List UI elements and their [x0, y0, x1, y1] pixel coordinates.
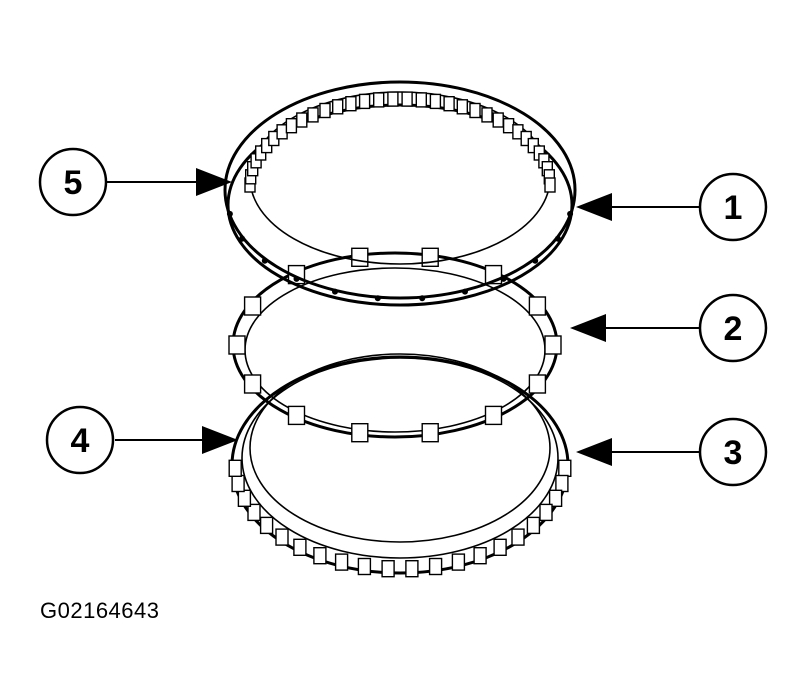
spline-ring-tooth — [558, 459, 572, 477]
spline-ring-tooth — [293, 538, 307, 556]
top-ring-tooth — [276, 124, 288, 140]
callout-4: 4 — [45, 405, 115, 475]
top-ring-tooth — [332, 99, 344, 115]
spline-ring-tooth — [237, 489, 252, 507]
top-ring-hole — [293, 275, 300, 282]
wave-ring-tab — [228, 335, 246, 355]
top-ring-tooth — [296, 112, 308, 128]
top-ring-hole — [500, 275, 507, 282]
spline-ring-tooth — [247, 503, 261, 522]
callout-3-label: 3 — [724, 434, 743, 472]
spline-ring-tooth — [334, 553, 349, 571]
top-ring-tooth — [429, 93, 442, 110]
spline-ring-tooth — [228, 459, 242, 477]
top-ring-hole — [567, 210, 574, 217]
callout-5-label: 5 — [64, 164, 83, 202]
top-ring-tooth — [544, 177, 556, 193]
wave-ring-tab — [243, 296, 262, 316]
spline-ring-tooth — [313, 547, 327, 565]
spline-ring-tooth — [259, 516, 274, 535]
top-ring-tooth — [345, 95, 357, 112]
top-ring-tooth — [373, 92, 385, 108]
leader-2 — [570, 314, 700, 342]
top-ring-hole — [554, 235, 561, 242]
figure-id: G02164643 — [40, 598, 160, 623]
top-ring-tooth — [502, 117, 515, 134]
top-ring-tooth — [401, 91, 413, 107]
top-ring-tooth — [387, 91, 399, 107]
callout-4-label: 4 — [71, 422, 90, 460]
wave-ring-tab — [287, 405, 306, 426]
callout-2-label: 2 — [724, 310, 743, 348]
top-ring-hole — [239, 235, 246, 242]
spline-ring-tooth — [451, 553, 466, 571]
spline-ring-tooth — [526, 516, 541, 535]
wave-ring-tab — [351, 423, 369, 443]
top-ring-tooth — [492, 112, 504, 128]
spline-ring-tooth — [511, 528, 525, 546]
spline-ring-tooth — [555, 474, 569, 493]
top-ring-tooth — [481, 107, 493, 123]
callout-2: 2 — [698, 293, 768, 363]
spline-ring-tooth — [357, 557, 372, 576]
leader-1 — [576, 193, 700, 221]
top-ring-tooth — [358, 93, 371, 110]
top-ring-hole — [374, 295, 381, 302]
part-1-top-ring — [223, 80, 577, 307]
spline-ring-tooth — [381, 560, 395, 578]
spline-ring-tooth — [275, 528, 289, 546]
top-ring-tooth — [415, 92, 427, 108]
leader-3 — [576, 438, 700, 466]
part-3-outer-spline-ring — [228, 353, 572, 578]
top-ring-tooth — [456, 99, 468, 115]
leader-5 — [105, 168, 232, 196]
top-ring-hole — [332, 288, 338, 295]
callout-1: 1 — [698, 172, 768, 242]
wave-ring-tab — [528, 296, 547, 316]
callout-1-label: 1 — [724, 189, 743, 227]
spline-ring-tooth — [231, 474, 245, 493]
top-ring-hole — [462, 288, 468, 295]
part-2-wave-spring-ring — [228, 247, 562, 443]
top-ring-hole — [226, 210, 233, 217]
spline-ring-tooth — [473, 547, 487, 565]
top-ring-hole — [261, 257, 268, 264]
spline-ring-tooth — [493, 538, 507, 556]
top-ring-tooth — [443, 95, 455, 112]
top-ring-tooth — [469, 102, 481, 119]
spline-ring-tooth — [539, 503, 553, 522]
spline-ring-tooth — [405, 560, 419, 578]
callout-5: 5 — [38, 147, 108, 217]
top-ring-hole — [419, 295, 426, 302]
wave-ring-tab — [243, 374, 262, 394]
wave-ring-tab — [421, 423, 439, 443]
wave-ring-tab — [484, 405, 503, 426]
callout-3: 3 — [698, 417, 768, 487]
top-ring-tooth — [285, 117, 298, 134]
top-ring-tooth — [319, 102, 331, 119]
spline-ring-tooth — [548, 489, 563, 507]
wave-ring-tab — [528, 374, 547, 394]
top-ring-hole — [532, 257, 539, 264]
leader-4 — [115, 426, 238, 454]
wave-ring-tab — [351, 247, 369, 268]
wave-ring-tab — [544, 335, 562, 355]
top-ring-tooth — [307, 107, 319, 123]
spline-ring-tooth — [428, 557, 443, 576]
